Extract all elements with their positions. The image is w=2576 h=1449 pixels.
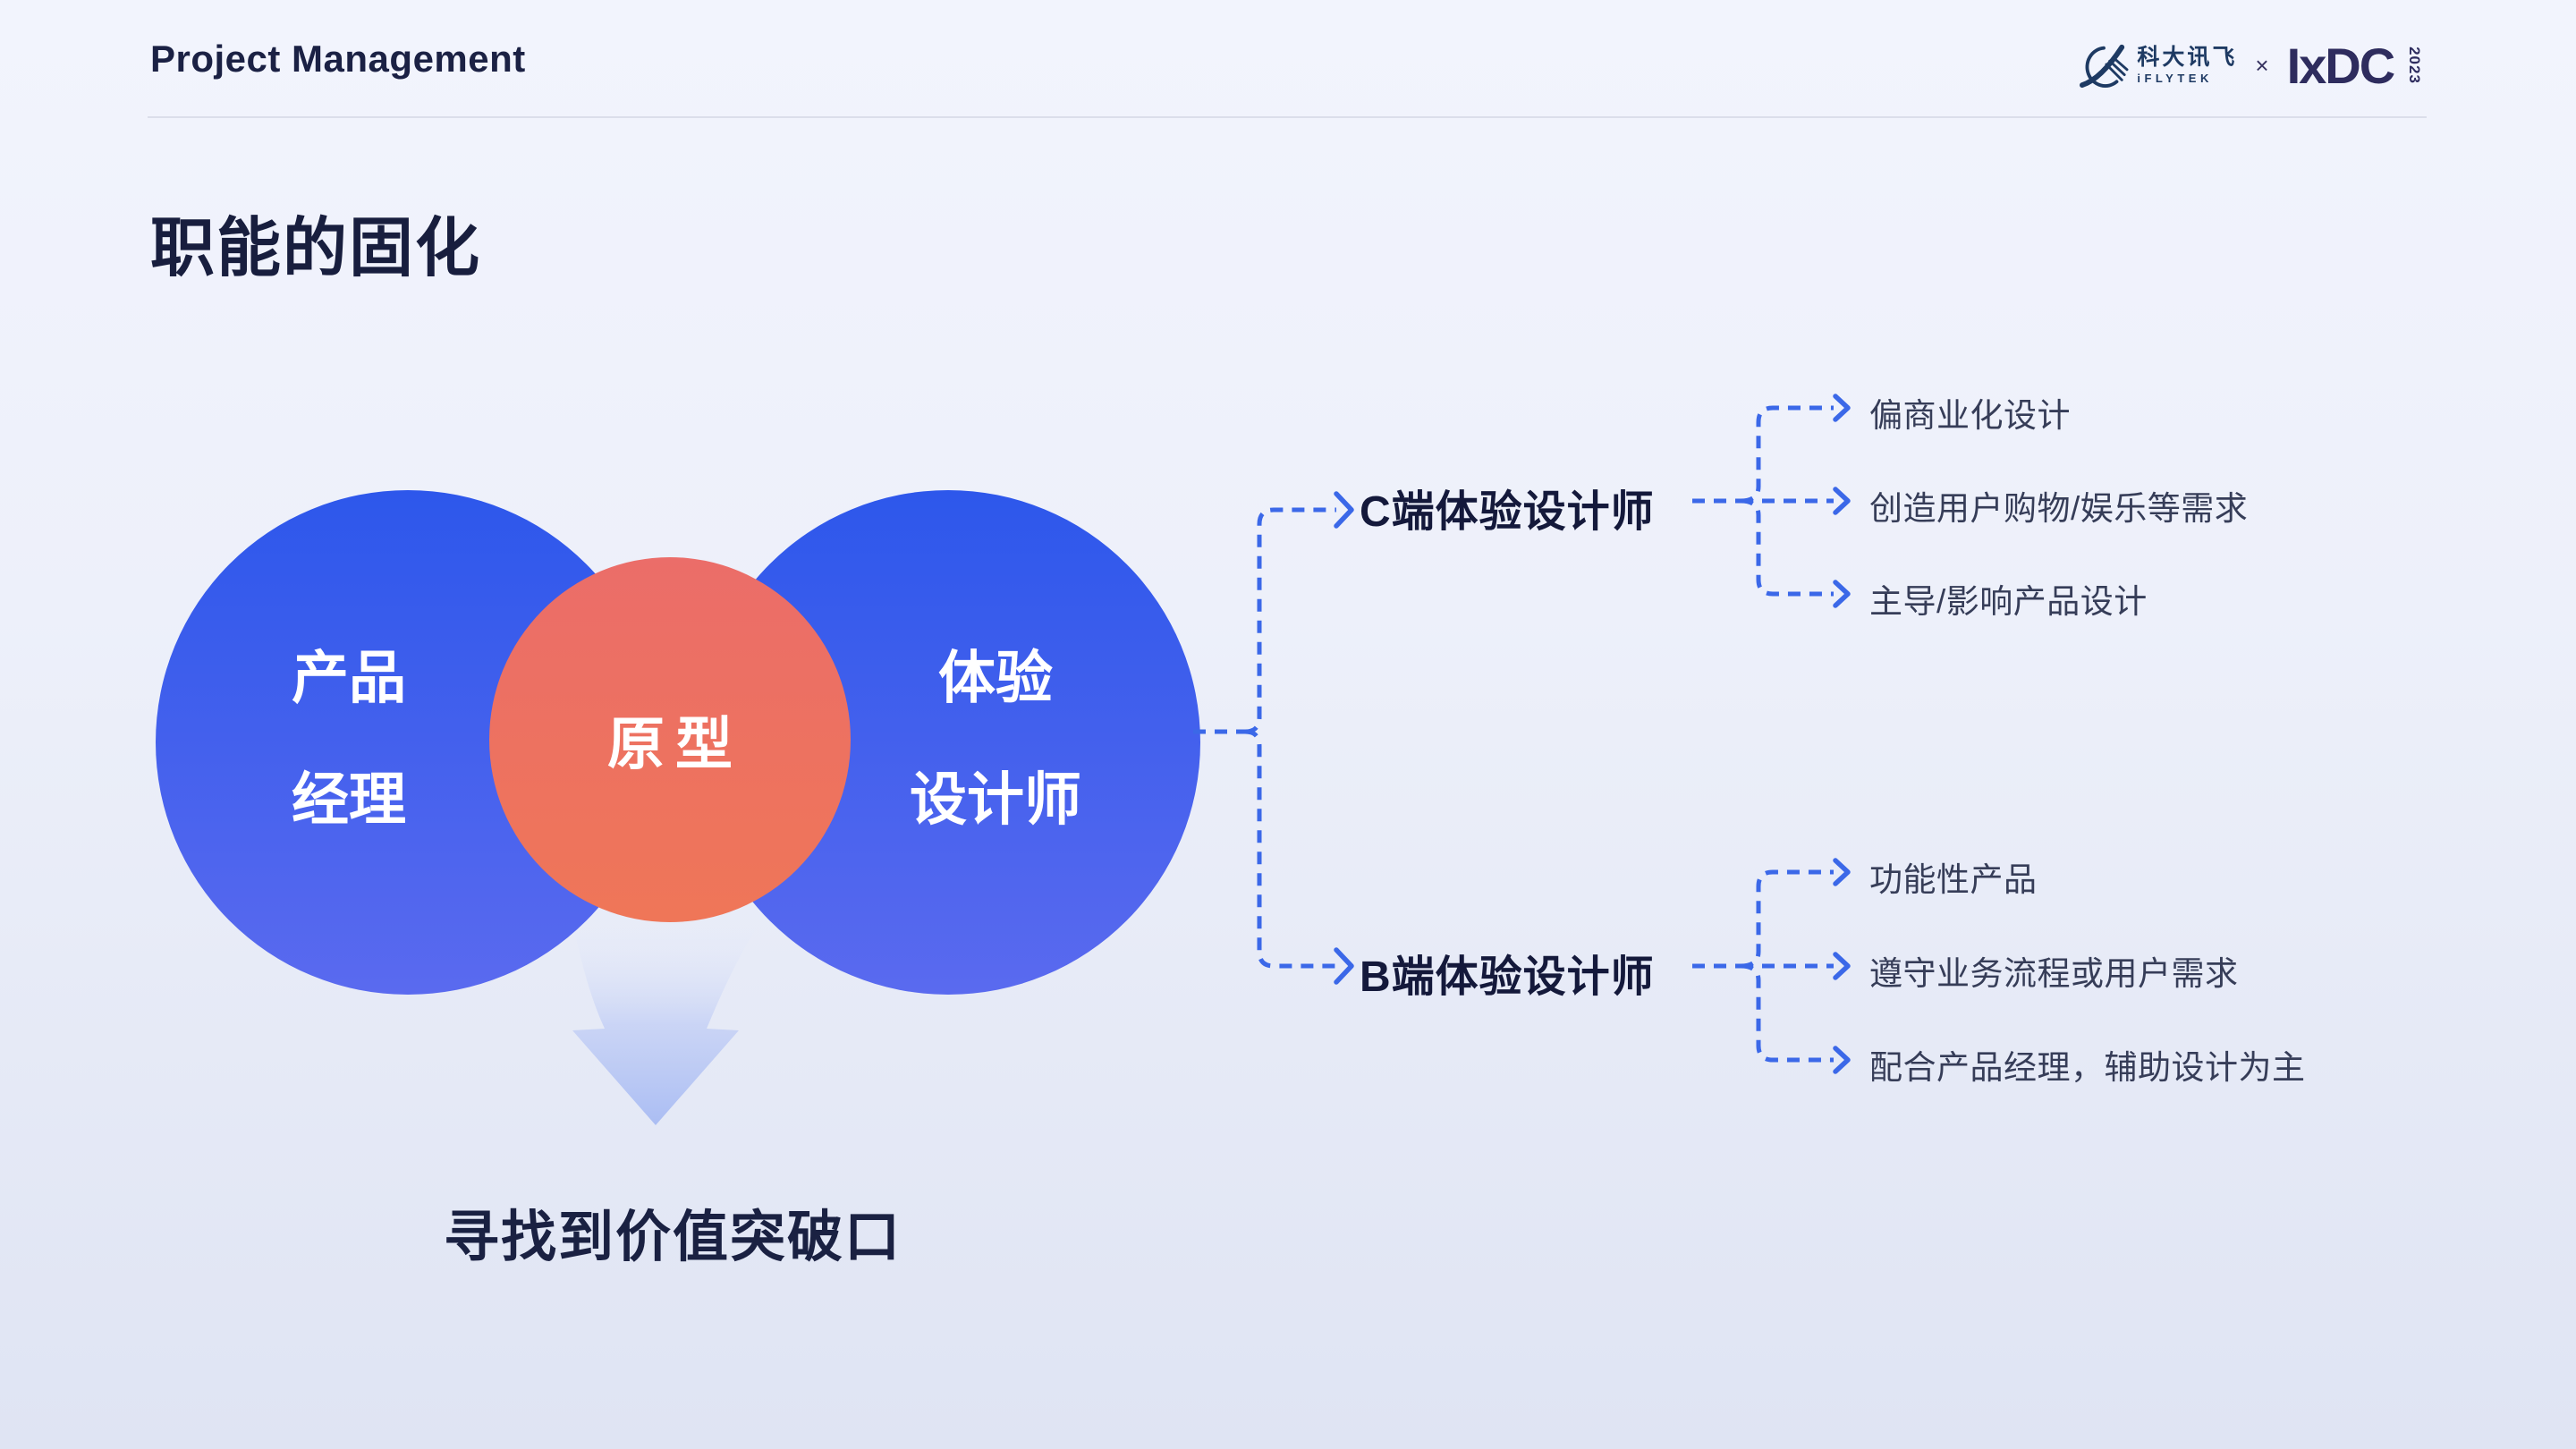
slide-title: 职能的固化 <box>150 213 482 284</box>
iflytek-cn-label: 科大讯飞 <box>2137 45 2238 70</box>
b-branch-item: 遵守业务流程或用户需求 <box>1869 955 2239 992</box>
venn-label-prototype: 原型 <box>607 712 743 776</box>
venn-label-line: 体验 <box>938 646 1053 710</box>
c-branch-item: 偏商业化设计 <box>1869 397 2071 434</box>
iflytek-en-label: iFLYTEK <box>2137 72 2213 85</box>
b-branch-label: B端体验设计师 <box>1360 953 1655 1001</box>
iflytek-swoosh-icon <box>2080 44 2129 89</box>
logo-separator: × <box>2255 51 2269 79</box>
page-title: Project Management <box>150 38 526 80</box>
value-breakthrough-caption: 寻找到价值突破口 <box>443 1207 902 1268</box>
c-branch-item: 创造用户购物/娱乐等需求 <box>1869 490 2249 527</box>
iflytek-logo: 科大讯飞 iFLYTEK <box>2078 41 2237 89</box>
logo-row: 科大讯飞 iFLYTEK × IxDC 2023 <box>2078 34 2433 97</box>
iflytek-wordmark: 科大讯飞 iFLYTEK <box>2137 45 2238 85</box>
header-divider <box>148 116 2427 118</box>
c-branch-item: 主导/影响产品设计 <box>1869 583 2148 620</box>
b-branch-item: 配合产品经理，辅助设计为主 <box>1869 1049 2306 1086</box>
venn-label-line: 产品 <box>292 646 406 710</box>
c-branch-label: C端体验设计师 <box>1360 488 1655 536</box>
b-branch-item: 功能性产品 <box>1869 861 2038 898</box>
arrowhead-icons <box>1334 394 1851 1074</box>
venn-label-line: 设计师 <box>910 767 1081 832</box>
venn-label-experience-designer: 体验 设计师 <box>817 617 1174 860</box>
venn-label-line: 经理 <box>292 767 406 832</box>
venn-label-product-manager: 产品 经理 <box>170 617 528 860</box>
venn-circle-prototype: 原型 <box>489 557 851 922</box>
ixdc-wordmark: IxDC <box>2286 37 2396 94</box>
ixdc-logo: IxDC 2023 <box>2287 37 2433 95</box>
